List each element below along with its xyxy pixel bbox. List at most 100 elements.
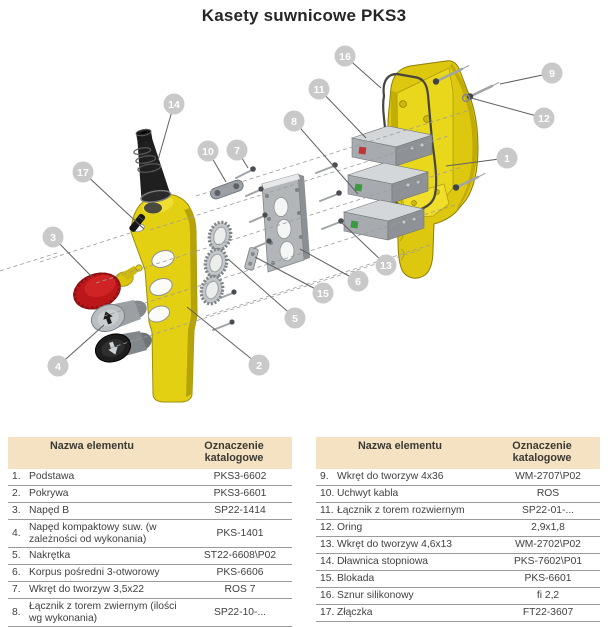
callout-number-4: 4 (55, 361, 61, 373)
cell-no: 5. (12, 550, 21, 562)
leader-line-5 (227, 258, 296, 319)
assembly-axis-lines (0, 109, 471, 349)
cell-code: PKS-6601 (524, 573, 572, 585)
callout-circle-12 (533, 107, 555, 129)
parts-table-left: Nazwa elementu Oznaczenie katalogowe 1.P… (8, 437, 292, 627)
callout-number-6: 6 (355, 276, 361, 288)
cell-code: PKS-6606 (216, 567, 264, 579)
page-title: Kasety suwnicowe PKS3 (201, 6, 407, 25)
callout-circle-17 (72, 161, 94, 183)
cell-no: 17. (320, 607, 335, 619)
cover-part (130, 193, 198, 403)
callout-number-13: 13 (380, 260, 392, 272)
cell-name: Podstawa (29, 471, 75, 483)
cell-name: Wkręt do tworzyw 3,5x22 (29, 584, 145, 596)
table-header: Nazwa elementu Oznaczenie katalogowe (8, 437, 292, 469)
callout-circle-15 (312, 282, 334, 304)
down-button-part (94, 331, 152, 363)
cell-no: 7. (12, 584, 21, 596)
callout-number-11: 11 (313, 84, 324, 96)
callout-circle-3 (42, 226, 64, 248)
callout-number-10: 10 (202, 146, 214, 158)
leader-line-12 (470, 97, 545, 119)
callout-number-8: 8 (291, 116, 297, 128)
lock-part (244, 247, 259, 271)
cell-no: 13. (320, 539, 335, 551)
nut-rings-part (199, 220, 233, 306)
leader-line-17 (82, 171, 145, 230)
cell-name: Korpus pośredni 3-otworowy (29, 567, 160, 579)
cell-no: 8. (12, 607, 21, 619)
callout-circle-2 (248, 354, 270, 376)
cell-no: 12. (320, 522, 335, 534)
cell-no: 14. (320, 556, 335, 568)
callout-number-2: 2 (256, 360, 262, 372)
table-row: 8. Łącznik z torem zwiernym (ilości wg wy… (8, 599, 292, 627)
leader-line-8 (293, 120, 359, 195)
callout-circle-16 (334, 45, 356, 67)
leader-line-11 (318, 88, 367, 139)
switch-blocks-part (342, 125, 434, 241)
callout-circle-4 (47, 355, 69, 377)
cell-code: PKS-1401 (216, 527, 264, 539)
cell-name: Sznur silikonowy (337, 590, 414, 602)
callout-circle-7 (226, 139, 248, 161)
callout-circle-8 (283, 110, 305, 132)
cell-name: Nakrętka (29, 550, 71, 562)
callout-number-7: 7 (234, 145, 240, 157)
cell-code: ROS 7 (224, 584, 256, 596)
cell-name: Złączka (337, 607, 373, 619)
callout-circle-11 (308, 78, 330, 100)
callout-circle-10 (197, 140, 219, 162)
cell-code: WM-2707\P02 (515, 471, 581, 483)
cell-no: 4. (12, 527, 21, 539)
cell-code: WM-2702\P02 (515, 539, 581, 551)
cell-name: Łącznik z torem zwiernym (ilości wg wyko… (29, 601, 177, 624)
callout-number-17: 17 (77, 167, 89, 179)
leader-line-15 (254, 256, 324, 294)
cell-code: fi 2,2 (536, 590, 560, 602)
cell-no: 11. (320, 505, 334, 517)
cell-no: 2. (12, 488, 21, 500)
callout-number-12: 12 (538, 113, 550, 125)
cell-no: 15. (320, 573, 335, 585)
cell-name: Napęd B (29, 505, 70, 517)
col-header-code: Oznaczenie katalogowe (204, 440, 264, 464)
cell-name: Oring (337, 522, 363, 534)
cable-gland-part (133, 128, 172, 203)
callout-number-1: 1 (504, 153, 510, 165)
table-row: 7. Wkręt do tworzyw 3,5x22 ROS 7 (8, 582, 292, 599)
cell-code: ST22-6608\P02 (203, 550, 277, 562)
callout-circle-13 (375, 254, 397, 276)
cell-name: Łącznik z torem rozwiernym (337, 505, 465, 517)
cell-code: PKS3-6601 (213, 488, 267, 500)
col-header-code: Oznaczenie katalogowe (512, 440, 572, 464)
cell-name: Uchwyt kabla (337, 488, 399, 500)
cell-name: Dławnica stopniowa (337, 556, 429, 568)
cell-code: SP22-1414 (214, 505, 266, 517)
callout-number-16: 16 (339, 51, 351, 63)
cell-code: ROS (536, 488, 560, 500)
callout-circle-1 (496, 147, 518, 169)
cell-code: SP22-10-... (213, 607, 267, 619)
col-header-name: Nazwa elementu (49, 440, 134, 452)
callout-number-14: 14 (168, 99, 180, 111)
cell-name: Wkręt do tworzyw 4,6x13 (337, 539, 453, 551)
table-row: 5. Nakrętka ST22-6608\P02 (8, 548, 292, 565)
callout-circle-14 (163, 93, 185, 115)
parts-table-right: Nazwa elementu Oznaczenie katalogowe 9.W… (316, 437, 600, 622)
oring-part (461, 93, 471, 103)
mounting-screws-part (432, 65, 500, 191)
leader-line-2 (186, 306, 260, 366)
